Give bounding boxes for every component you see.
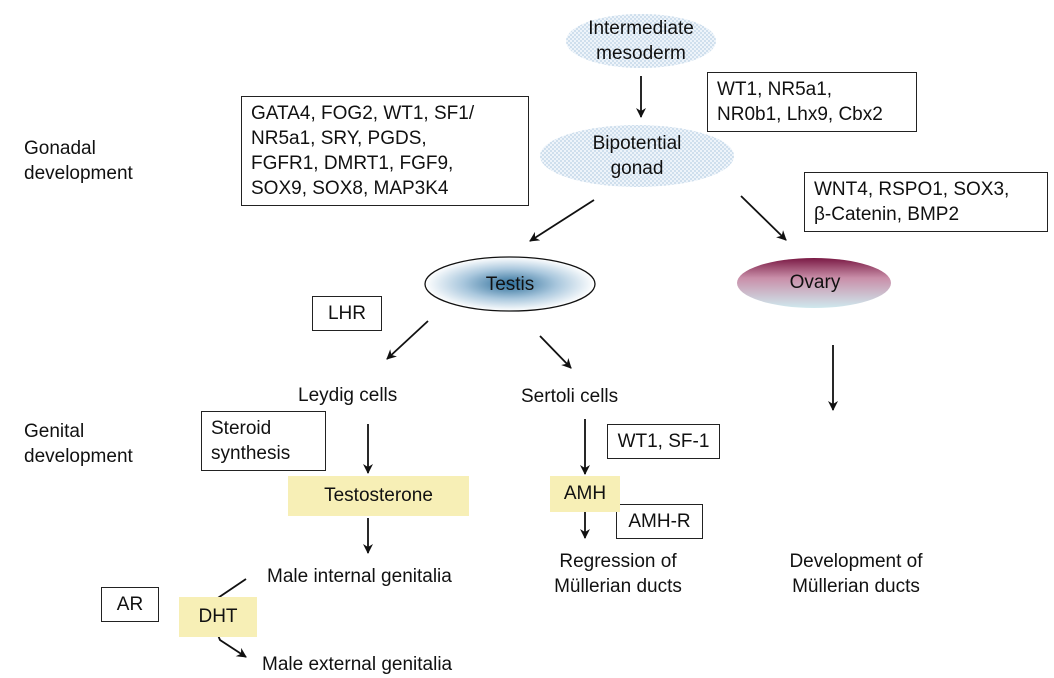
- male-external-genitalia-label: Male external genitalia: [262, 654, 453, 675]
- ovary-factors-line2: β-Catenin, BMP2: [814, 204, 960, 225]
- testis-factors-line4: SOX9, SOX8, MAP3K4: [251, 178, 449, 199]
- testis-factors-line2: NR5a1, SRY, PGDS,: [251, 128, 427, 149]
- amh-r-box: AMH-R: [616, 504, 703, 539]
- bipotential-factors-line2: NR0b1, Lhx9, Cbx2: [717, 104, 883, 125]
- arrow-testis-to-sertoli: [539, 335, 572, 369]
- stage-label-genital-line2: development: [24, 446, 133, 467]
- development-mullerian-line1: Development of: [789, 551, 923, 572]
- lhr-box: LHR: [312, 296, 382, 331]
- male-internal-genitalia-label: Male internal genitalia: [267, 566, 452, 587]
- testis-label: Testis: [485, 273, 535, 295]
- testis-factors-box: GATA4, FOG2, WT1, SF1/ NR5a1, SRY, PGDS,…: [241, 96, 529, 206]
- regression-mullerian-line1: Regression of: [559, 551, 677, 572]
- sertoli-factors-box: WT1, SF-1: [607, 424, 720, 459]
- arrow-gonad-to-testis: [529, 199, 595, 242]
- bipotential-factors-line1: WT1, NR5a1,: [717, 79, 833, 100]
- regression-mullerian-label: Regression of Müllerian ducts: [538, 549, 698, 599]
- stage-label-genital: Genital development: [24, 419, 133, 469]
- intermediate-mesoderm-oval: [566, 14, 716, 68]
- sertoli-cells-label: Sertoli cells: [521, 386, 619, 407]
- intermediate-mesoderm-label: Intermediate mesoderm: [566, 14, 716, 68]
- stage-label-gonadal-line2: development: [24, 163, 133, 184]
- regression-mullerian-line2: Müllerian ducts: [554, 576, 682, 597]
- testis-factors-line1: GATA4, FOG2, WT1, SF1/: [251, 103, 475, 124]
- testis-oval: [424, 256, 596, 312]
- steroid-synthesis-box: Steroid synthesis: [201, 411, 326, 471]
- intermediate-mesoderm-line2: mesoderm: [596, 43, 686, 64]
- stage-label-gonadal-line1: Gonadal: [24, 138, 96, 159]
- stage-label-genital-line1: Genital: [24, 421, 85, 442]
- ovary-factors-box: WNT4, RSPO1, SOX3, β-Catenin, BMP2: [804, 172, 1048, 232]
- steroid-synthesis-line1: Steroid: [211, 418, 272, 439]
- steroid-synthesis-line2: synthesis: [211, 443, 291, 464]
- development-mullerian-line2: Müllerian ducts: [792, 576, 920, 597]
- development-mullerian-label: Development of Müllerian ducts: [776, 549, 936, 599]
- bipotential-gonad-label: Bipotential gonad: [550, 128, 724, 184]
- arrow-gonad-to-ovary: [740, 195, 787, 241]
- ovary-label: Ovary: [789, 271, 841, 293]
- bipotential-gonad-line2: gonad: [610, 158, 664, 179]
- ovary-factors-line1: WNT4, RSPO1, SOX3,: [814, 179, 1010, 200]
- amh-highlight: AMH: [550, 476, 620, 512]
- leydig-cells-label: Leydig cells: [298, 385, 398, 406]
- ovary-oval: [737, 258, 891, 308]
- testosterone-highlight: Testosterone: [288, 476, 469, 516]
- arrow-testis-to-leydig: [386, 320, 429, 360]
- testis-factors-line3: FGFR1, DMRT1, FGF9,: [251, 153, 454, 174]
- intermediate-mesoderm-line1: Intermediate: [588, 18, 694, 39]
- bipotential-gonad-line1: Bipotential: [592, 133, 682, 154]
- stage-label-gonadal: Gonadal development: [24, 136, 133, 186]
- bipotential-factors-box: WT1, NR5a1, NR0b1, Lhx9, Cbx2: [707, 72, 917, 132]
- ar-box: AR: [101, 587, 159, 622]
- bipotential-gonad-oval: [540, 125, 734, 187]
- dht-highlight: DHT: [179, 597, 257, 637]
